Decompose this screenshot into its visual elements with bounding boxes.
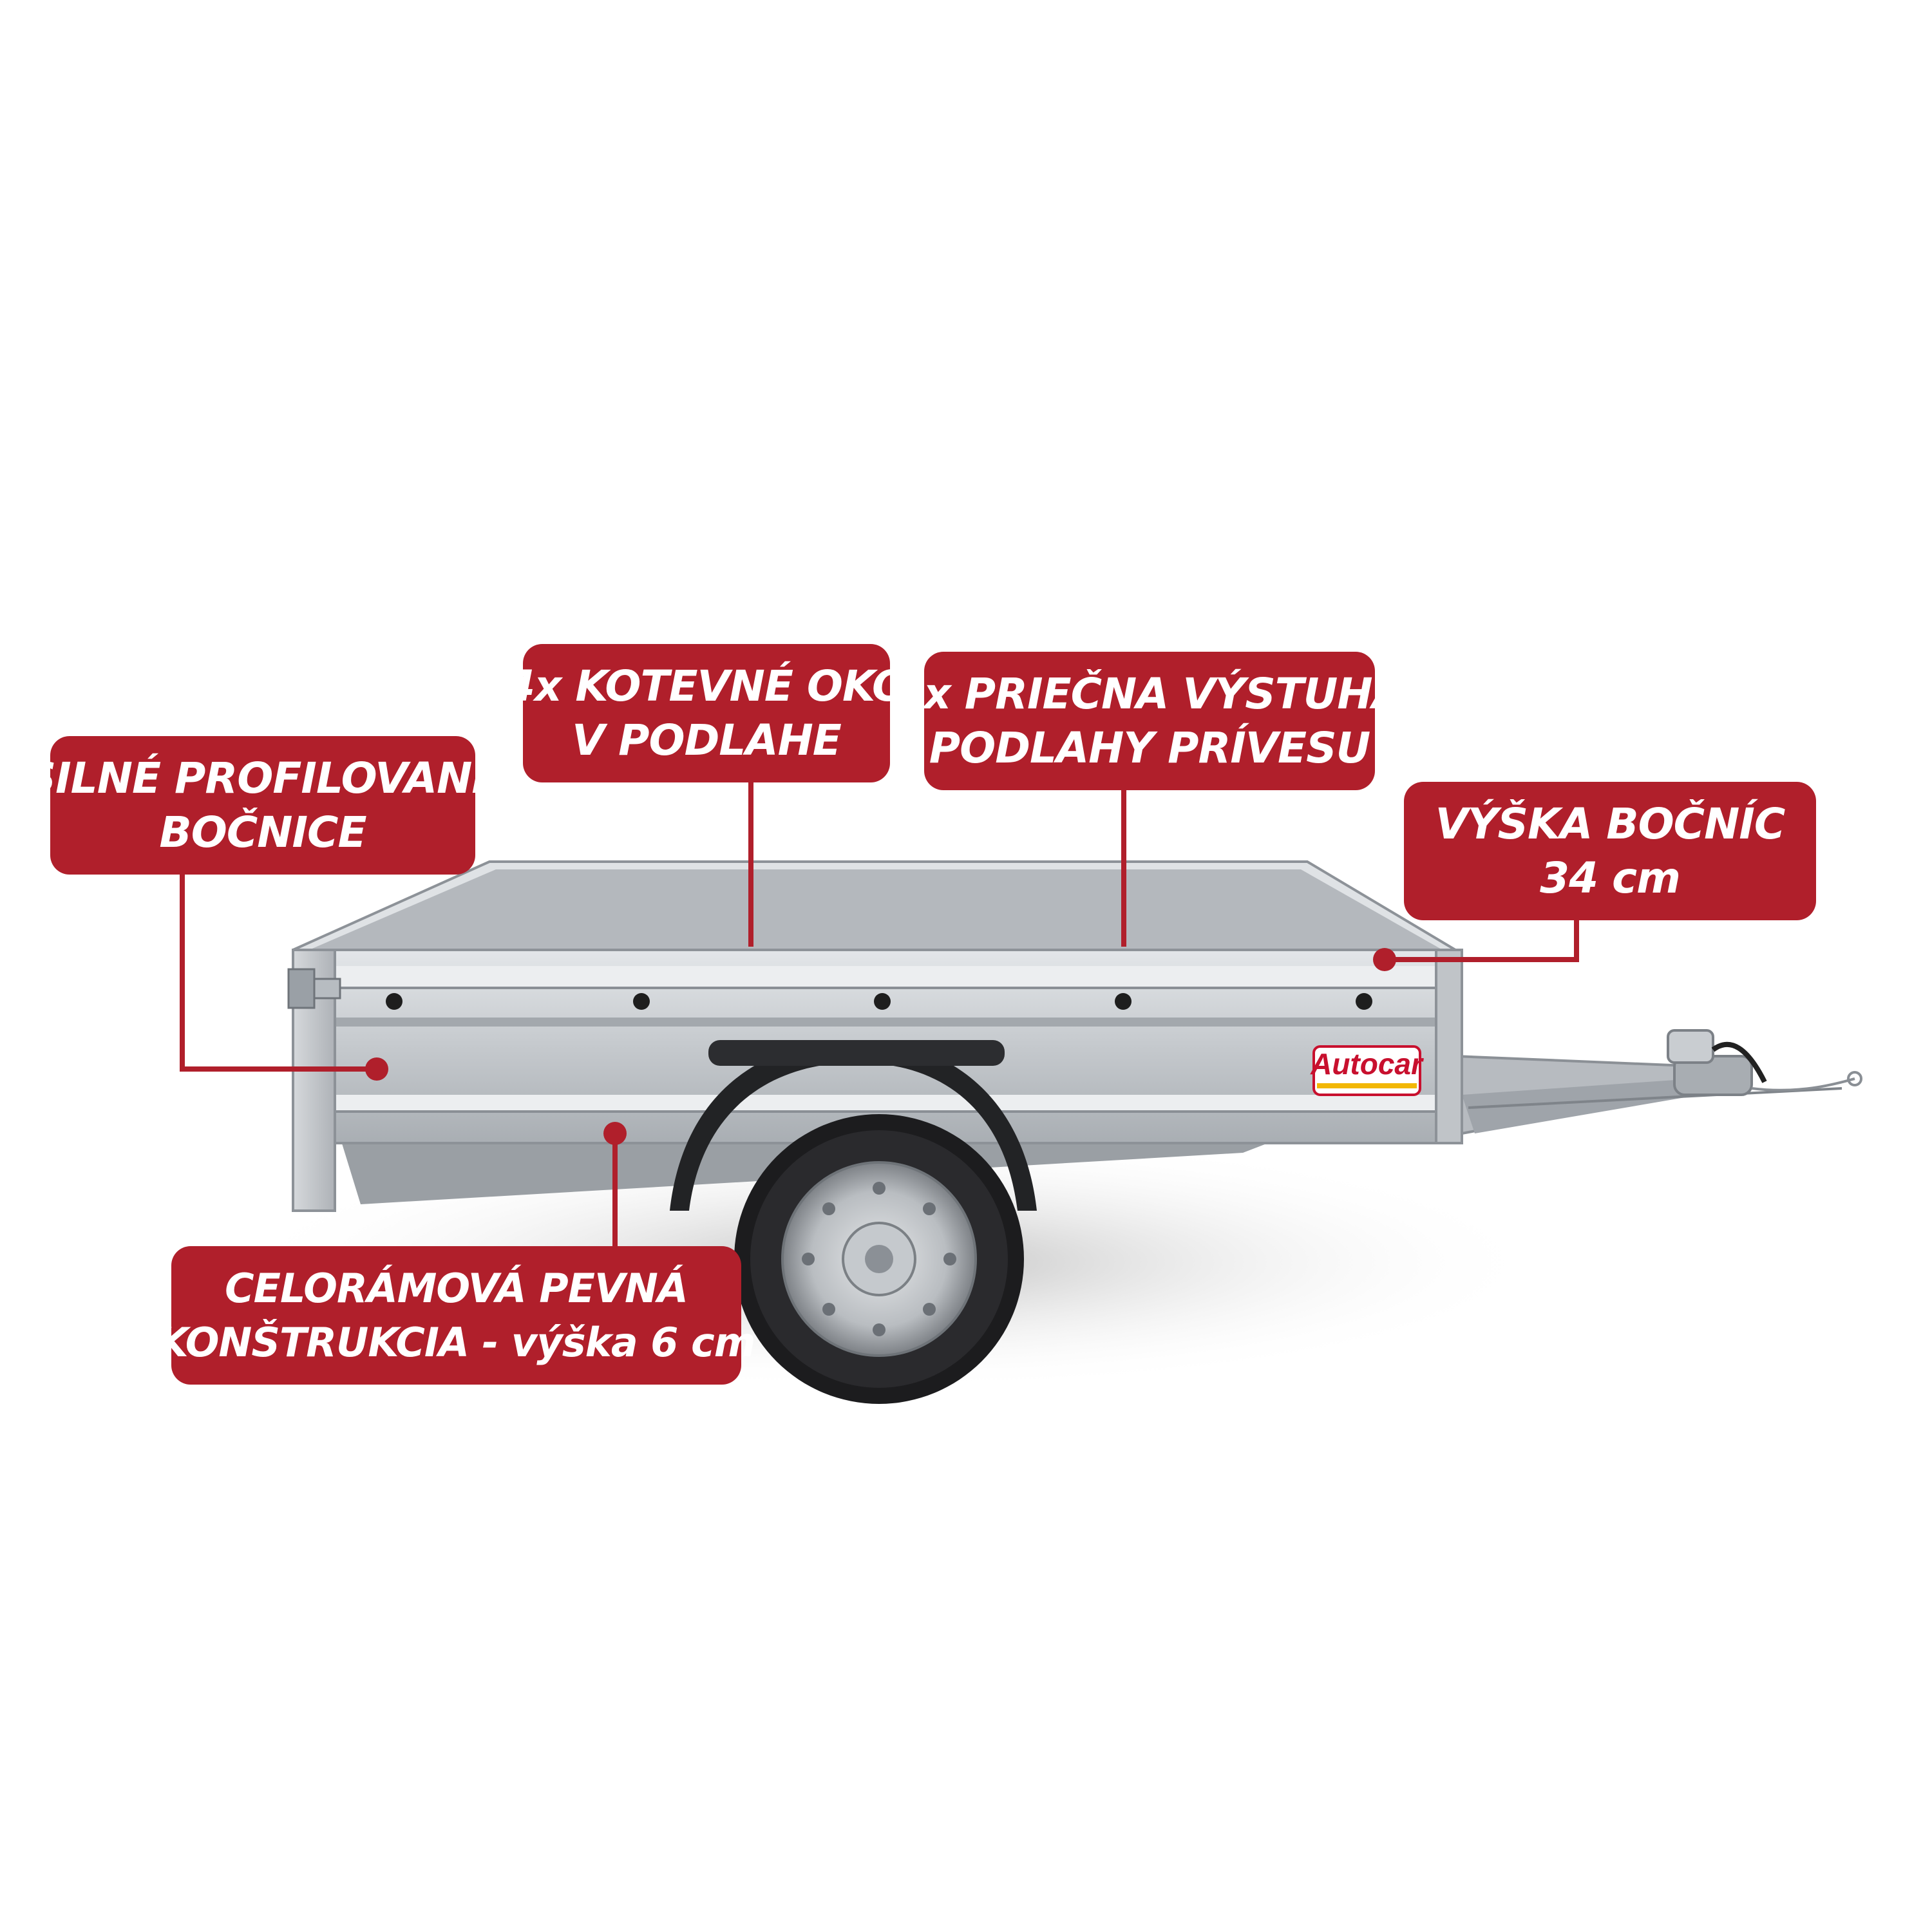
drawbar — [1454, 1054, 1842, 1135]
callout-anchors-line1: 4x KOTEVNÉ OKO — [505, 661, 908, 711]
leader-lines — [180, 782, 1579, 1246]
front-end-post — [1435, 949, 1463, 1144]
callout-side-height: VÝŠKA BOČNÍC 34 cm — [1404, 782, 1816, 920]
callout-sidewalls-line1: SILNÉ PROFILOVANÉ — [25, 753, 501, 803]
leader-dots — [365, 948, 1396, 1145]
callout-height-line1: VÝŠKA BOČNÍC — [1435, 799, 1786, 849]
rear-end-panel — [292, 949, 336, 1212]
callout-sidewalls: SILNÉ PROFILOVANÉ BOČNICE — [26, 736, 500, 875]
brand-sticker: Autocar — [1310, 1045, 1424, 1096]
callout-anchors-line2: V PODLAHE — [572, 715, 842, 765]
callout-anchor-eyes: 4x KOTEVNÉ OKO V PODLAHE — [506, 644, 908, 782]
callout-frame: CELORÁMOVÁ PEVNÁ KONŠTRUKCIA - výška 6 c… — [158, 1246, 755, 1385]
wheel-icon — [734, 1114, 1024, 1404]
callout-crossbars: 3x PRIEČNA VÝSTUHA PODLAHY PRÍVESU — [895, 652, 1405, 790]
callout-sidewalls-line2: BOČNICE — [159, 807, 366, 857]
callout-height-line2: 34 cm — [1540, 853, 1681, 903]
callout-crossbars-line1: 3x PRIEČNA VÝSTUHA — [895, 668, 1405, 719]
tow-hitch-icon — [1667, 1029, 1862, 1096]
callout-frame-line1: CELORÁMOVÁ PEVNÁ — [225, 1264, 688, 1312]
fender — [670, 1040, 1037, 1211]
callout-crossbars-line2: PODLAHY PRÍVESU — [929, 723, 1370, 773]
brand-logo: Autocar — [1310, 1047, 1424, 1081]
callout-frame-line2: KONŠTRUKCIA - výška 6 cm — [157, 1318, 756, 1366]
lashing-eyes — [386, 993, 1372, 1010]
